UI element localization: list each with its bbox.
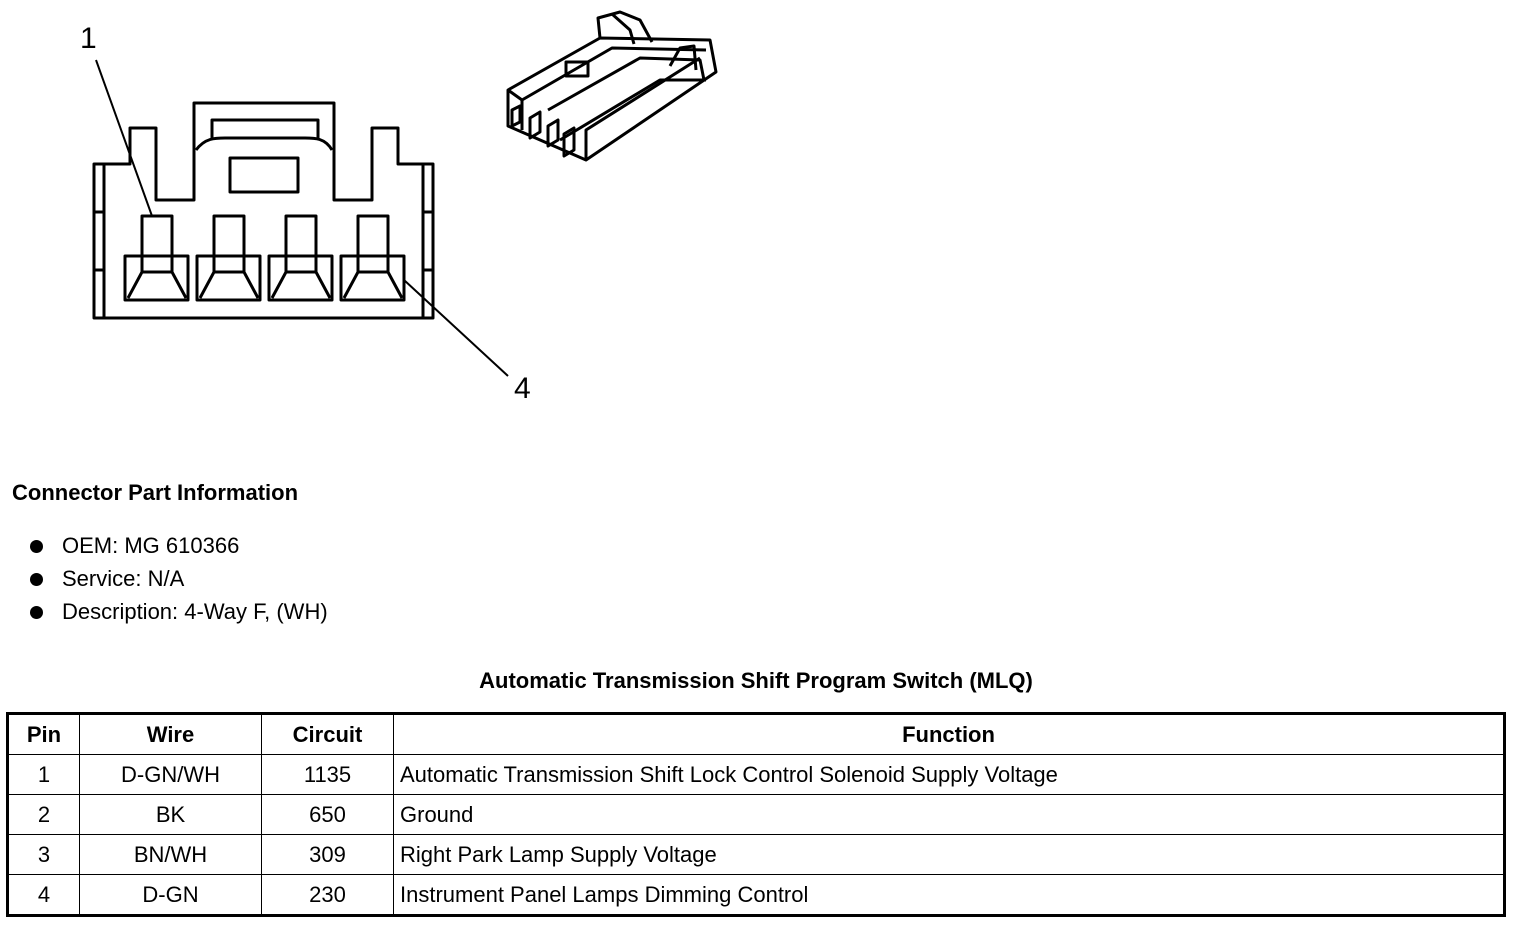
cell-circuit: 650	[261, 794, 394, 835]
header-pin: Pin	[7, 713, 80, 755]
header-function: Function	[393, 713, 1505, 755]
cell-circuit: 230	[261, 874, 394, 916]
table-header-row: Pin Wire Circuit Function	[7, 713, 1505, 755]
info-item-description: Description: 4-Way F, (WH)	[26, 598, 328, 631]
pin-1-leader-line	[95, 59, 153, 217]
cell-wire: BN/WH	[79, 834, 262, 875]
terminal-cavity-3	[267, 214, 334, 302]
cell-circuit: 1135	[261, 754, 394, 795]
cell-wire: BK	[79, 794, 262, 835]
bullet-icon	[30, 573, 43, 586]
cell-wire: D-GN/WH	[79, 754, 262, 795]
header-wire: Wire	[79, 713, 262, 755]
connector-left-rail	[92, 164, 106, 318]
connector-right-rail	[421, 164, 435, 318]
connector-info-title: Connector Part Information	[12, 480, 299, 505]
connector-face-view	[92, 10, 718, 377]
cell-pin: 2	[7, 794, 80, 835]
table-row: 3 BN/WH 309 Right Park Lamp Supply Volta…	[7, 834, 1505, 875]
bullet-icon	[30, 606, 43, 619]
table-row: 2 BK 650 Ground	[7, 794, 1505, 835]
pinout-table: Pin Wire Circuit Function 1 D-GN/WH 1135…	[6, 712, 1506, 917]
header-circuit: Circuit	[261, 713, 394, 755]
connector-info-list: OEM: MG 610366 Service: N/A Description:…	[26, 532, 328, 631]
info-item-text: Service: N/A	[62, 566, 185, 591]
cell-function: Instrument Panel Lamps Dimming Control	[393, 874, 1505, 916]
info-item-oem: OEM: MG 610366	[26, 532, 328, 565]
cell-pin: 4	[7, 874, 80, 916]
info-item-text: OEM: MG 610366	[62, 533, 240, 558]
cell-function: Right Park Lamp Supply Voltage	[393, 834, 1505, 875]
info-item-text: Description: 4-Way F, (WH)	[62, 599, 328, 624]
connector-lock-tab	[210, 118, 320, 138]
pin-4-leader-line	[403, 279, 509, 377]
cell-pin: 1	[7, 754, 80, 795]
pin-1-label: 1	[80, 22, 97, 55]
cell-wire: D-GN	[79, 874, 262, 916]
terminal-cavity-2	[195, 214, 262, 302]
connector-lock-window	[228, 156, 300, 194]
table-row: 1 D-GN/WH 1135 Automatic Transmission Sh…	[7, 754, 1505, 795]
table-row: 4 D-GN 230 Instrument Panel Lamps Dimmin…	[7, 874, 1505, 916]
terminal-cavity-4	[339, 214, 406, 302]
cell-circuit: 309	[261, 834, 394, 875]
info-item-service: Service: N/A	[26, 565, 328, 598]
pin-4-label: 4	[514, 372, 531, 405]
connector-diagram: 1 4	[0, 0, 760, 420]
terminal-cavity-1	[123, 214, 190, 302]
cell-pin: 3	[7, 834, 80, 875]
cell-function: Automatic Transmission Shift Lock Contro…	[393, 754, 1505, 795]
bullet-icon	[30, 540, 43, 553]
cell-function: Ground	[393, 794, 1505, 835]
connector-isometric-view	[506, 10, 718, 162]
connector-body-outline	[92, 101, 435, 320]
table-title: Automatic Transmission Shift Program Swi…	[479, 668, 1033, 693]
